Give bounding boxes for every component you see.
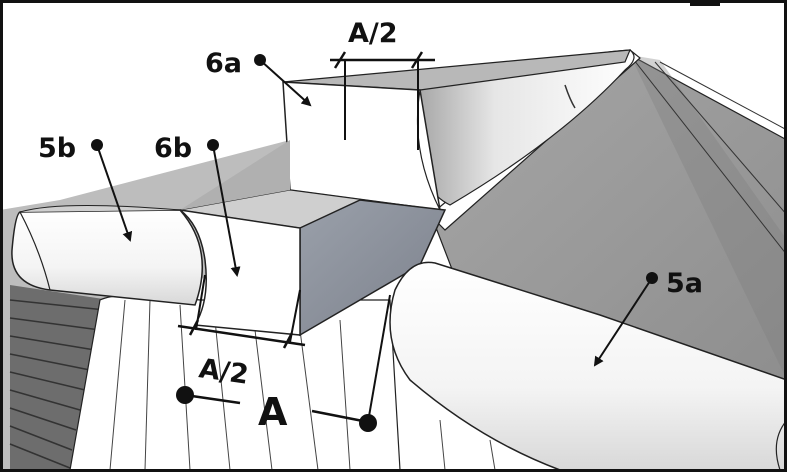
- right-roof-seam: [629, 54, 787, 256]
- right-roof-seam-3: [659, 61, 787, 131]
- label-5b: 5b: [38, 133, 76, 164]
- dim-top: A/2: [330, 18, 435, 150]
- dim-mid-label: A/2: [197, 353, 250, 391]
- callout-5b: 5b: [38, 133, 133, 242]
- dim-bottom-right-dot: [359, 414, 377, 432]
- right-roof-seam-2: [654, 61, 787, 216]
- ridge-left-shadow: [180, 140, 290, 210]
- roll-5a: [389, 261, 787, 471]
- left-shingle-wall: [9, 285, 110, 470]
- label-6a: 6a: [205, 48, 242, 79]
- dim-bottom-label: A: [258, 390, 288, 434]
- dim-bottom: A: [176, 294, 391, 434]
- callout-6a: 6a: [205, 48, 312, 107]
- label-6b: 6b: [154, 133, 192, 164]
- callout-5a: 5a: [593, 268, 703, 367]
- label-5a: 5a: [666, 268, 703, 299]
- roll-5b: [11, 204, 204, 306]
- front-wall: [69, 294, 401, 471]
- callout-6b: 6b: [154, 133, 241, 277]
- dim-bottom-left-dot: [176, 386, 194, 404]
- right-roof-shadow: [630, 55, 787, 380]
- dim-top-label: A/2: [348, 18, 398, 49]
- dim-mid: A/2: [177, 274, 306, 391]
